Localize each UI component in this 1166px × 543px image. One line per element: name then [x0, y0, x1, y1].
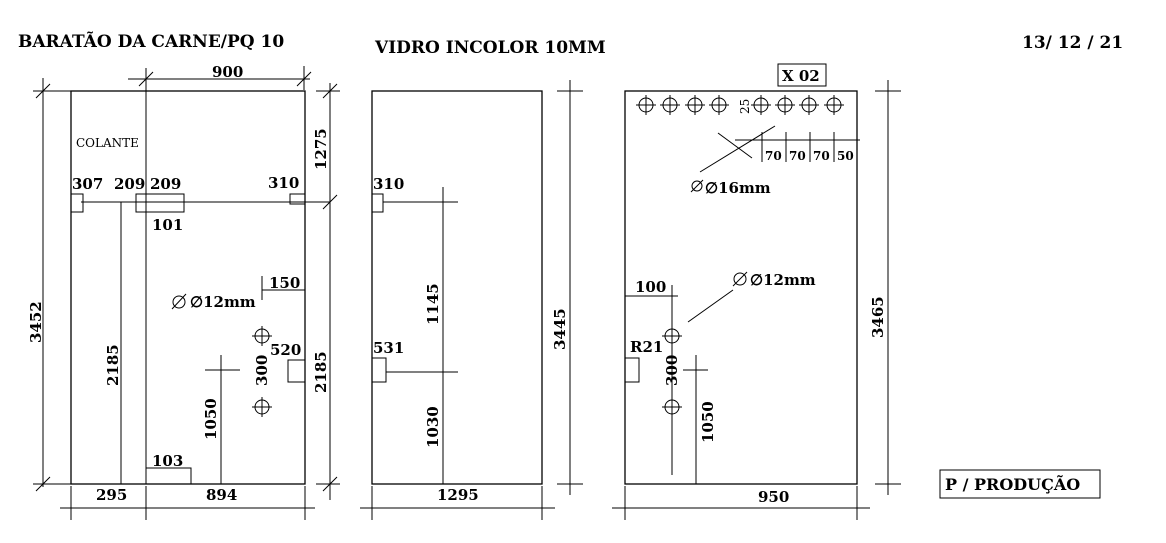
- svg-text:101: 101: [152, 216, 183, 234]
- svg-text:150: 150: [269, 274, 300, 292]
- production-stamp-box: [939, 469, 1101, 499]
- panel-2-height: 3445: [551, 308, 569, 350]
- panel-1: 900 COLANTE 3452 307 209 209 101 310 127…: [27, 63, 340, 520]
- svg-text:295: 295: [96, 486, 127, 504]
- panel-2-outline: [371, 90, 543, 485]
- svg-text:209: 209: [114, 175, 145, 193]
- production-stamp: P / PRODUÇÃO: [945, 473, 1080, 494]
- svg-text:R21: R21: [630, 338, 663, 356]
- svg-text:307: 307: [72, 175, 103, 193]
- panel-3-quantity: X 02: [782, 67, 820, 85]
- svg-text:1050: 1050: [202, 398, 220, 440]
- svg-text:50: 50: [837, 149, 854, 163]
- svg-text:100: 100: [635, 278, 666, 296]
- svg-text:1145: 1145: [424, 283, 442, 325]
- svg-text:300: 300: [253, 355, 271, 386]
- panel-1-hole-diameter: ∅12mm: [190, 293, 256, 311]
- svg-text:1030: 1030: [424, 406, 442, 448]
- notch-531: [371, 357, 387, 383]
- panel-3: X 02 25 70 70 70 50 ∅16mm ∅12mm: [612, 63, 901, 520]
- svg-text:520: 520: [270, 341, 301, 359]
- panel-1-upper-height: 1275: [312, 128, 330, 170]
- svg-text:209: 209: [150, 175, 181, 193]
- svg-text:2185: 2185: [104, 344, 122, 386]
- notch-520: [287, 359, 306, 383]
- svg-text:894: 894: [206, 486, 237, 504]
- panel-1-lower-height: 2185: [312, 351, 330, 393]
- panel-2: 310 1145 531 1030 3445 1295: [360, 80, 583, 520]
- notch-103: [145, 467, 192, 485]
- panel-3-width: 950: [758, 488, 789, 506]
- small-hole-diameter: ∅16mm: [705, 179, 771, 197]
- material-title: VIDRO INCOLOR 10MM: [374, 38, 606, 58]
- quantity-box: [777, 63, 827, 87]
- svg-text:1050: 1050: [699, 401, 717, 443]
- panel-3-height: 3465: [869, 296, 887, 338]
- panel-1-top-width: 900: [212, 63, 243, 81]
- svg-text:70: 70: [813, 149, 830, 163]
- large-hole-diameter: ∅12mm: [750, 271, 816, 289]
- svg-text:531: 531: [373, 339, 404, 357]
- svg-text:70: 70: [765, 149, 782, 163]
- radius-notch: [624, 357, 640, 383]
- notch-310-p2: [371, 193, 384, 213]
- slot-101: [135, 193, 185, 213]
- colante-label: COLANTE: [76, 136, 139, 150]
- top-holes: [636, 95, 844, 115]
- client-title: BARATÃO DA CARNE/PQ 10: [18, 30, 284, 52]
- panel-1-height: 3452: [27, 301, 45, 343]
- panel-2-width: 1295: [437, 486, 479, 504]
- drawing-date: 13/ 12 / 21: [1022, 33, 1123, 53]
- svg-text:310: 310: [373, 175, 404, 193]
- svg-text:310: 310: [268, 174, 299, 192]
- svg-text:25: 25: [738, 99, 752, 114]
- panel-3-outline: [624, 90, 858, 485]
- notch-307: [70, 193, 84, 213]
- svg-text:103: 103: [152, 452, 183, 470]
- svg-text:70: 70: [789, 149, 806, 163]
- notch-310: [289, 193, 306, 205]
- svg-text:300: 300: [663, 355, 681, 386]
